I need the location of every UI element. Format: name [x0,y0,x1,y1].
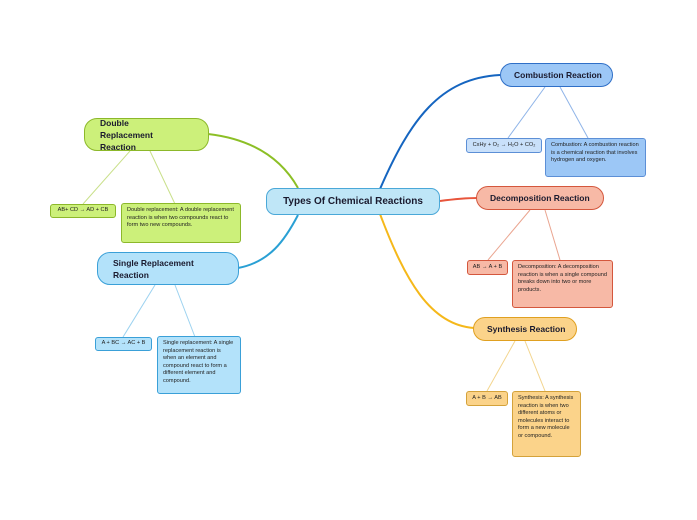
double-replacement-formula[interactable]: AB+ CD → AD + CB [50,204,116,218]
link-decomposition [439,197,479,202]
topic-combustion-label: Combustion Reaction [514,70,602,80]
double-replacement-description-text: Double replacement: A double replacement… [127,207,234,229]
decomposition-formula[interactable]: AB → A + B [467,260,508,275]
sublink-combustion-desc [559,86,589,139]
topic-decomposition-label: Decomposition Reaction [490,193,590,203]
link-single-replacement [237,214,299,269]
synthesis-description[interactable]: Synthesis: A synthesis reaction is when … [512,391,581,457]
double-replacement-description[interactable]: Double replacement: A double replacement… [121,203,241,243]
central-topic-label: Types Of Chemical Reactions [283,196,423,207]
sublink-decomposition-desc [544,209,561,261]
central-topic[interactable]: Types Of Chemical Reactions [266,188,440,215]
double-replacement-formula-text: AB+ CD → AD + CB [57,207,109,214]
link-synthesis [379,213,475,329]
combustion-formula-text: CxHy + O₂ → H₂O + CO₂ [472,141,536,148]
combustion-description[interactable]: Combustion: A combustion reaction is a c… [545,138,646,177]
synthesis-formula[interactable]: A + B → AB [466,391,508,406]
synthesis-formula-text: A + B → AB [472,394,502,401]
decomposition-description-text: Decomposition: A decomposition reaction … [518,264,607,293]
combustion-formula[interactable]: CxHy + O₂ → H₂O + CO₂ [466,138,542,153]
decomposition-formula-text: AB → A + B [472,263,503,270]
single-replacement-formula[interactable]: A + BC → AC + B [95,337,152,351]
topic-single-replacement-label: Single Replacement Reaction [113,257,194,280]
topic-synthesis[interactable]: Synthesis Reaction [473,317,577,341]
single-replacement-description[interactable]: Single replacement: A single replacement… [157,336,241,394]
sublink-single-desc [174,284,196,338]
synthesis-description-text: Synthesis: A synthesis reaction is when … [518,395,574,439]
topic-double-replacement[interactable]: Double Replacement Reaction [84,117,209,152]
topic-single-replacement[interactable]: Single Replacement Reaction [97,252,239,285]
sublink-double-desc [149,150,176,205]
sublink-combustion-formula [507,86,546,139]
sublink-synthesis-desc [524,340,546,392]
single-replacement-formula-text: A + BC → AC + B [101,340,146,347]
topic-double-replacement-label: Double Replacement Reaction [100,117,153,152]
sublink-synthesis-formula [486,340,516,392]
sublink-single-formula [122,284,156,338]
single-replacement-description-text: Single replacement: A single replacement… [163,340,234,384]
link-double-replacement [207,133,299,189]
link-combustion [379,74,501,190]
combustion-description-text: Combustion: A combustion reaction is a c… [551,142,639,164]
sublink-double-formula [82,150,131,205]
topic-synthesis-label: Synthesis Reaction [487,324,566,334]
topic-decomposition[interactable]: Decomposition Reaction [476,186,604,210]
topic-combustion[interactable]: Combustion Reaction [500,63,613,87]
sublink-decomposition-formula [487,209,531,261]
decomposition-description[interactable]: Decomposition: A decomposition reaction … [512,260,613,308]
